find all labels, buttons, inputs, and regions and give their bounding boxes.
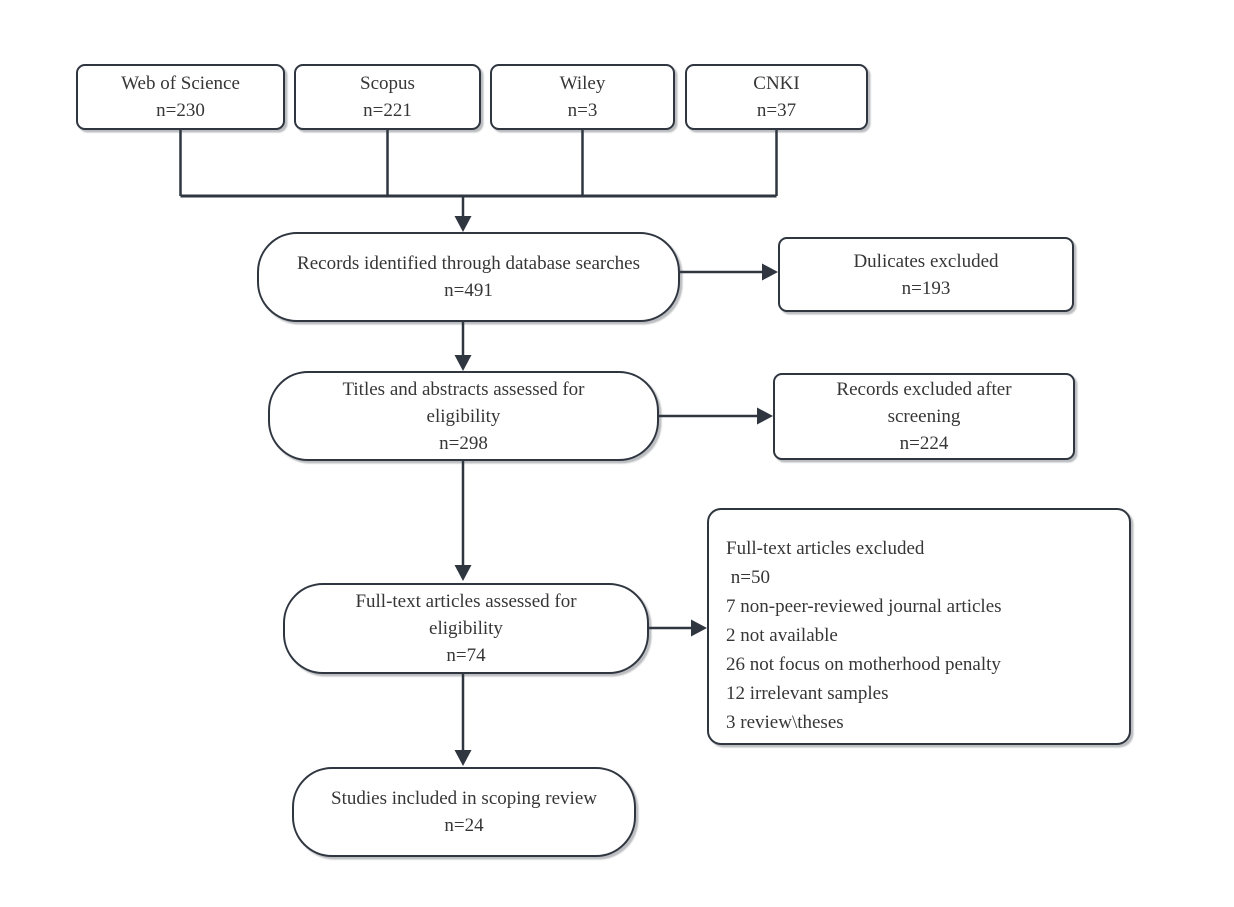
stage-box-studies-included: Studies included in scoping review n=24	[292, 767, 636, 857]
arrowhead-into-fulltext-excluded	[691, 619, 707, 637]
source-name: Wiley	[559, 73, 606, 94]
exclusion-reason: 2 not available	[726, 625, 838, 646]
source-box-cnki: CNKI n=37	[685, 64, 868, 130]
arrowhead-into-records-excluded	[757, 407, 773, 425]
exclusion-reason: 12 irrelevant samples	[726, 683, 889, 704]
stage-label: Full-text articles assessed for	[355, 591, 577, 612]
stage-label: Records identified through database sear…	[297, 253, 640, 274]
arrowhead-into-titles	[454, 355, 472, 371]
exclusion-label: Records excluded after	[836, 379, 1012, 400]
source-box-scopus: Scopus n=221	[294, 64, 481, 130]
exclusion-box-fulltext: Full-text articles excluded n=50 7 non-p…	[707, 508, 1131, 745]
source-count: n=221	[363, 100, 412, 121]
exclusion-box-screening: Records excluded after screening n=224	[773, 373, 1075, 460]
arrowhead-into-identified	[454, 216, 472, 232]
exclusion-reason: 3 review\theses	[726, 712, 844, 733]
exclusion-label: screening	[887, 406, 961, 427]
stage-count: n=491	[444, 280, 493, 301]
stage-box-titles-abstracts: Titles and abstracts assessed for eligib…	[268, 371, 659, 461]
arrowhead-into-duplicates	[762, 263, 778, 281]
exclusion-label: Dulicates excluded	[853, 250, 999, 272]
exclusion-label: Full-text articles excluded	[726, 538, 925, 559]
source-name: CNKI	[753, 73, 800, 94]
stage-label: Titles and abstracts assessed for	[342, 378, 585, 400]
arrowhead-into-fulltext	[454, 565, 472, 581]
source-name: Web of Science	[121, 73, 240, 94]
exclusion-reason: 7 non-peer-reviewed journal articles	[726, 596, 1002, 617]
exclusion-count: n=193	[901, 277, 951, 299]
exclusion-reason: 26 not focus on motherhood penalty	[726, 654, 1001, 675]
stage-label: eligibility	[426, 405, 501, 427]
exclusion-count: n=50	[726, 567, 770, 588]
source-count: n=37	[756, 100, 797, 121]
stage-count: n=24	[444, 815, 484, 836]
exclusion-count: n=224	[899, 433, 949, 454]
arrowhead-into-included	[454, 750, 472, 766]
stage-label: eligibility	[429, 618, 503, 639]
source-count: n=230	[156, 100, 205, 121]
stage-box-records-identified: Records identified through database sear…	[257, 232, 680, 322]
source-box-web-of-science: Web of Science n=230	[76, 64, 285, 130]
stage-count: n=298	[439, 432, 488, 454]
stage-label: Studies included in scoping review	[331, 788, 597, 809]
source-count: n=3	[567, 100, 598, 121]
source-box-wiley: Wiley n=3	[490, 64, 675, 130]
exclusion-box-duplicates: Dulicates excluded n=193	[778, 237, 1074, 312]
source-name: Scopus	[360, 73, 415, 94]
stage-count: n=74	[446, 645, 486, 666]
stage-box-fulltext-assessed: Full-text articles assessed for eligibil…	[283, 583, 649, 674]
